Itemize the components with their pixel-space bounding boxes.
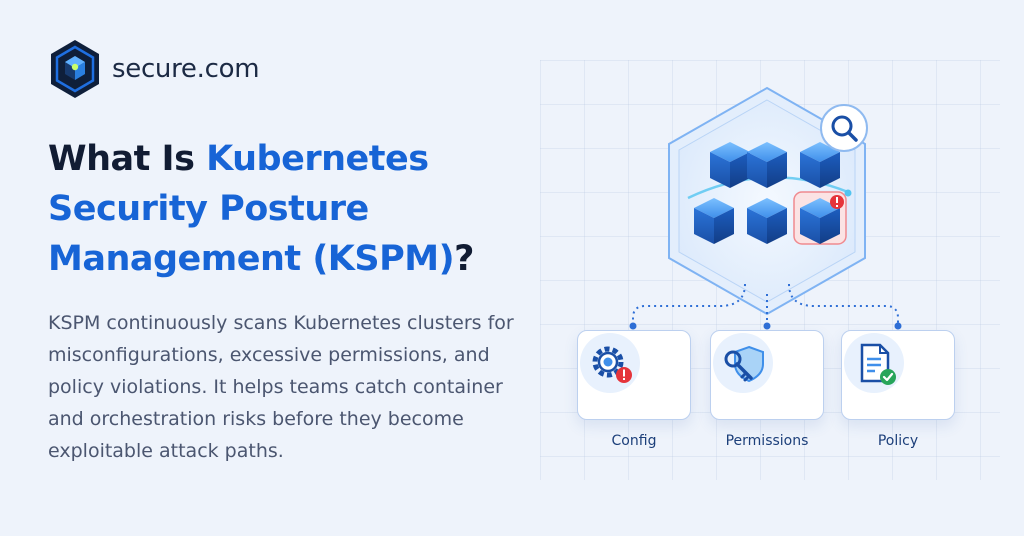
document-check-icon xyxy=(844,333,904,393)
card-label-permissions: Permissions xyxy=(725,433,809,449)
cluster-diagram-svg xyxy=(629,86,902,330)
alert-icon xyxy=(830,195,844,209)
connector-config xyxy=(632,283,746,326)
page-title: What Is Kubernetes Security Posture Mana… xyxy=(48,134,528,284)
gear-alert-icon xyxy=(580,333,640,393)
card-config[interactable] xyxy=(577,330,691,420)
hexagon-cube-logo-icon xyxy=(51,40,99,98)
brand[interactable]: secure.com xyxy=(48,38,260,100)
container-cube-2 xyxy=(747,142,787,188)
connector-dot-permissions xyxy=(763,322,771,330)
container-cube-4 xyxy=(694,198,734,244)
brand-name: secure.com xyxy=(112,54,260,84)
magnifier-search-icon xyxy=(820,104,868,152)
scan-dot xyxy=(844,189,852,197)
connector-dot-policy xyxy=(894,322,902,330)
card-policy[interactable] xyxy=(841,330,955,420)
card-permissions[interactable] xyxy=(710,330,824,420)
title-accent-1: Kubernetes xyxy=(206,139,429,179)
connector-policy xyxy=(788,283,899,326)
container-cube-3 xyxy=(800,142,840,188)
title-suffix: ? xyxy=(454,239,474,279)
description: KSPM continuously scans Kubernetes clust… xyxy=(48,312,514,462)
title-accent-3: Management (KSPM) xyxy=(48,239,455,279)
container-cube-5 xyxy=(747,198,787,244)
card-label-policy: Policy xyxy=(877,433,919,449)
title-prefix: What Is xyxy=(48,139,207,179)
container-cube-flagged xyxy=(800,198,840,244)
card-label-config: Config xyxy=(611,433,657,449)
kspm-diagram: Config Permissions Policy xyxy=(560,80,980,480)
title-accent-2: Security Posture xyxy=(48,189,369,229)
container-cube-1 xyxy=(710,142,750,188)
connector-dot-config xyxy=(629,322,637,330)
key-shield-icon xyxy=(713,333,773,393)
